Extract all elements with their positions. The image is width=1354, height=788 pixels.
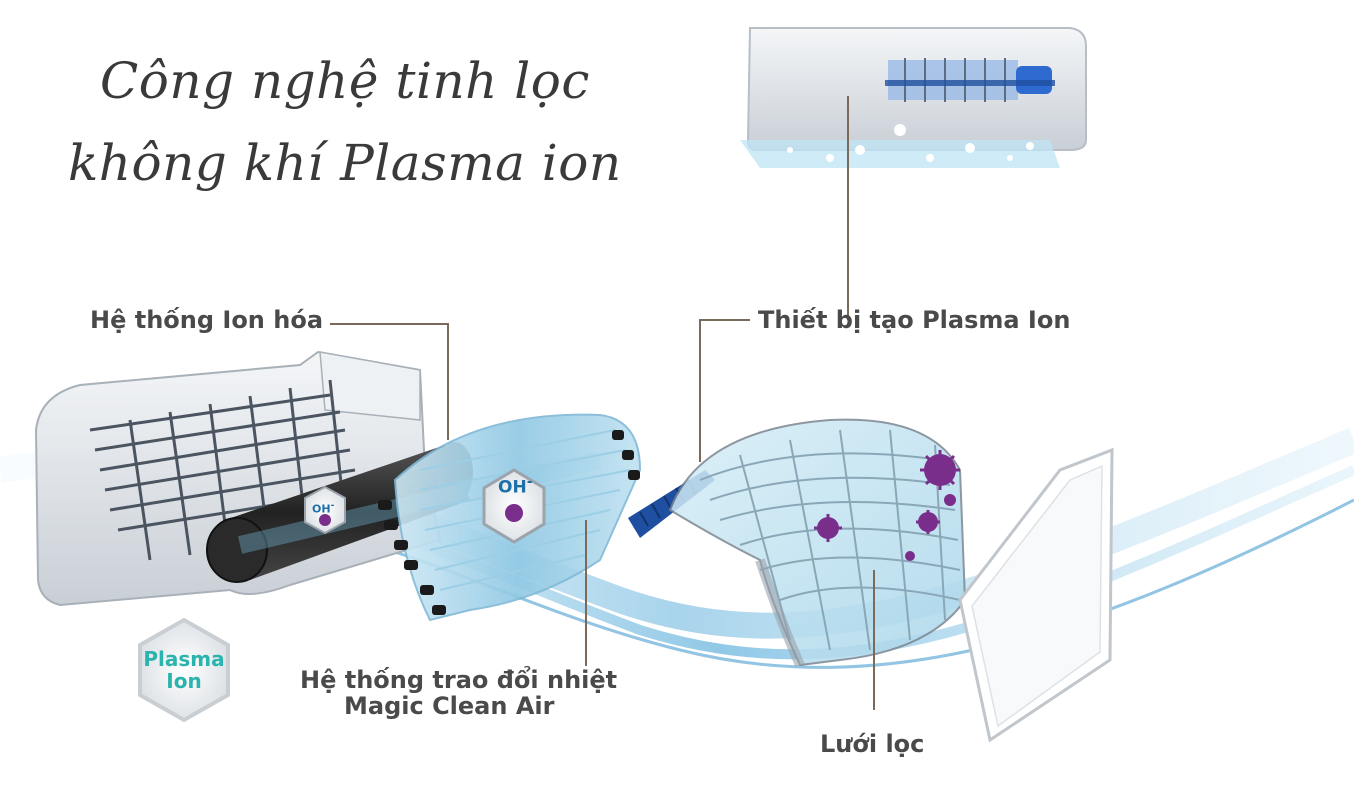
oh-small-text: OH — [312, 503, 331, 516]
ac-indoor-unit-icon — [740, 28, 1086, 168]
label-filter-mesh: Lưới lọc — [820, 730, 924, 758]
label-ionization-system: Hệ thống Ion hóa — [90, 306, 323, 334]
oh-large-label: OH- — [498, 474, 533, 498]
front-panel-icon — [960, 450, 1112, 740]
title-line-1: Công nghệ tinh lọc — [100, 52, 590, 110]
plasma-badge-line2: Ion — [140, 670, 228, 692]
oh-large-sup: - — [527, 474, 533, 490]
label-heat-exchanger-line2: Magic Clean Air — [344, 692, 554, 720]
label-plasma-device: Thiết bị tạo Plasma Ion — [758, 306, 1070, 334]
plasma-badge-text: Plasma Ion — [140, 648, 228, 692]
oh-small-label: OH- — [312, 500, 334, 516]
title-line-2: không khí Plasma ion — [68, 134, 622, 192]
oh-small-sup: - — [331, 500, 335, 511]
label-heat-exchanger-line1: Hệ thống trao đổi nhiệt — [300, 666, 617, 694]
oh-large-text: OH — [498, 478, 527, 498]
plasma-badge-line1: Plasma — [140, 648, 228, 670]
